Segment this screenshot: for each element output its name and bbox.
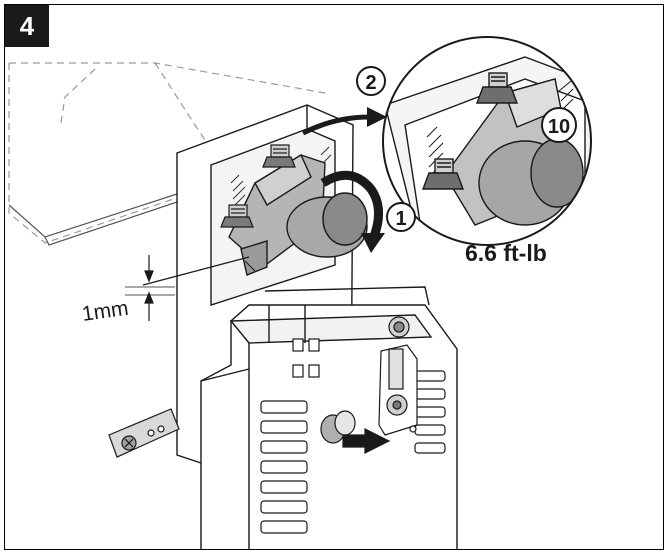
clamp-assembly [228,153,368,276]
step-number-badge: 4 [5,5,49,47]
bracket-strap [108,408,180,458]
gap-label: 1mm [80,297,129,326]
callout-10-label: 10 [548,116,570,138]
manual-release [378,344,418,436]
torque-label: 6.6 ft-lb [465,240,547,266]
callout-1-label: 1 [395,208,406,230]
callout-1: 1 [386,202,416,232]
push-button [320,410,391,454]
clamp-bolts [220,144,296,228]
actuator-tabs [292,338,320,378]
rotation-arrow [320,170,385,253]
installation-illustration: 1 2 10 1mm 6.6 ft-lb [8,36,592,549]
instruction-panel: 1 2 10 1mm 6.6 ft-lb 4 [4,4,664,550]
detail-zoom [382,36,592,246]
gap-dimension [125,255,250,321]
callout-2: 2 [356,66,386,96]
callout-10: 10 [541,107,577,143]
blade-solid [8,192,181,246]
zoom-arrow [301,107,387,136]
vent-slots [260,370,446,534]
actuator-knob [388,316,410,338]
callout-2-label: 2 [365,72,376,94]
